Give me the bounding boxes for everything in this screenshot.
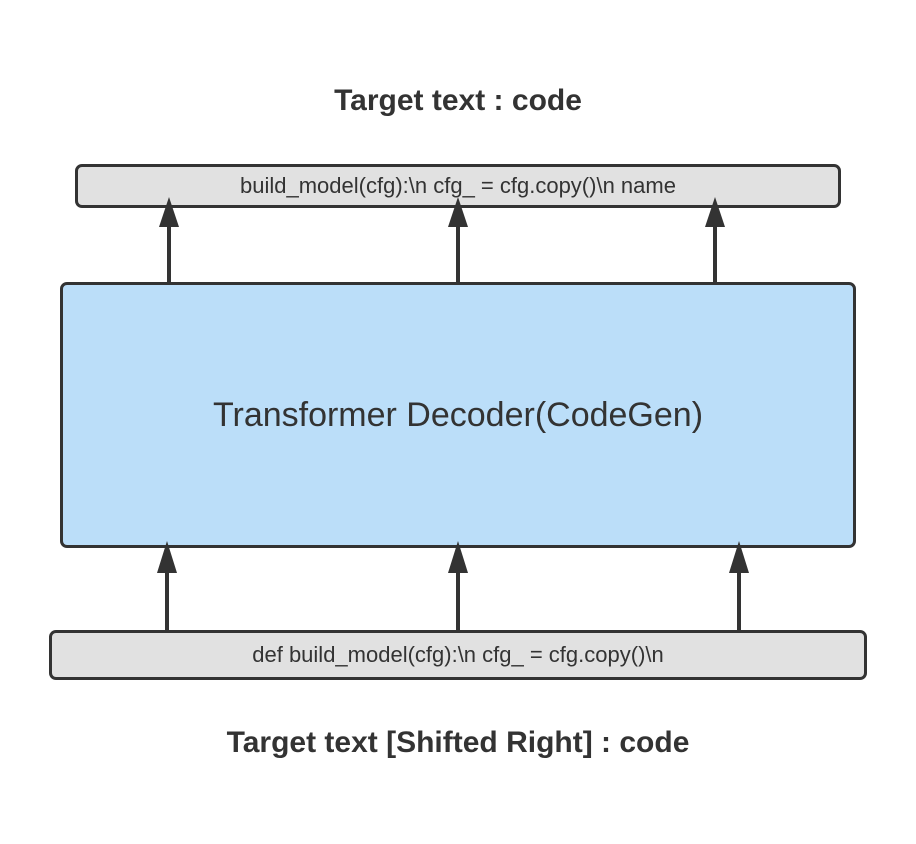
decoder-label: Transformer Decoder(CodeGen)	[212, 395, 704, 434]
input-arrow-left	[157, 541, 177, 630]
input-token-box: def build_model(cfg):\n cfg_ = cfg.copy(…	[49, 630, 867, 680]
transformer-decoder-block: Transformer Decoder(CodeGen)	[60, 282, 856, 548]
output-arrow-left	[159, 197, 179, 282]
output-token-box: build_model(cfg):\n cfg_ = cfg.copy()\n …	[75, 164, 841, 208]
output-title: Target text : code	[334, 84, 582, 117]
output-token-text: build_model(cfg):\n cfg_ = cfg.copy()\n …	[240, 173, 676, 198]
input-token-text: def build_model(cfg):\n cfg_ = cfg.copy(…	[252, 642, 664, 667]
input-arrow-center	[448, 541, 468, 630]
input-title: Target text [Shifted Right] : code	[226, 726, 690, 759]
output-arrow-center	[448, 197, 468, 282]
input-arrow-right	[729, 541, 749, 630]
output-arrow-right	[705, 197, 725, 282]
